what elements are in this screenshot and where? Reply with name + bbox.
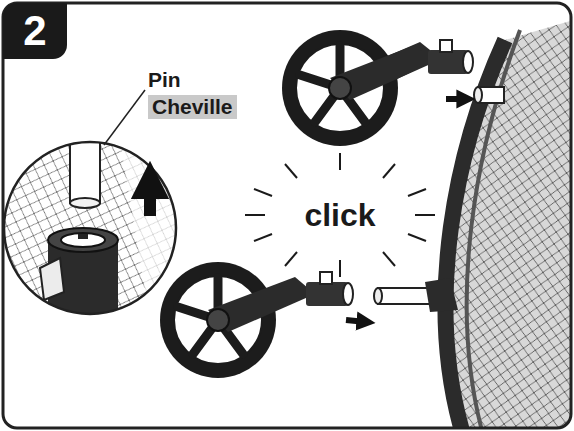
frame-tube-end — [374, 288, 382, 304]
stroller-frame — [446, 40, 505, 428]
up-arrow — [144, 180, 156, 216]
stroller-frame-edge — [467, 30, 520, 428]
motion-arrow — [346, 320, 366, 322]
part-name: Pin — [148, 68, 181, 92]
frame-tube-end — [474, 87, 482, 103]
leader-line — [104, 90, 145, 145]
sound-effect: click — [304, 197, 375, 234]
detail-inset — [0, 135, 180, 320]
frame-joint — [425, 278, 458, 312]
upper-wheel — [282, 30, 473, 146]
part-name: Cheville — [148, 95, 237, 119]
step-number-box: 2 — [3, 3, 67, 59]
click-burst — [245, 153, 435, 277]
panel-frame — [3, 3, 571, 428]
step-number: 2 — [23, 10, 46, 52]
scene — [374, 20, 571, 428]
motion-arrow — [446, 96, 466, 102]
stroller-mesh — [446, 20, 571, 428]
lower-wheel — [160, 262, 353, 378]
